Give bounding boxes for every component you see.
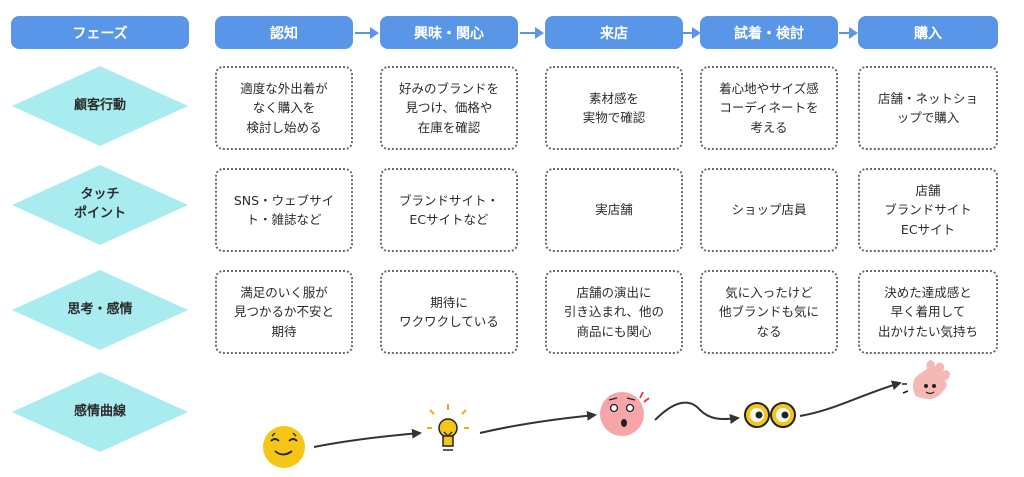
curve-arrow (313, 428, 422, 448)
row-label-customer-action: 顧客行動 (12, 66, 188, 146)
phase-arrow-icon (520, 27, 544, 39)
cell-feeling-awareness: 満足のいく服が 見つかるか不安と 期待 (215, 270, 353, 354)
content-face-icon (263, 426, 305, 468)
cell-touchpoint-visit: 実店舗 (545, 168, 683, 252)
phase-purchase: 購入 (858, 16, 998, 49)
cell-feeling-try-on: 気に入ったけど 他ブランドも気に なる (700, 270, 838, 354)
cell-feeling-purchase: 決めた達成感と 早く着用して 出かけたい気持ち (858, 270, 998, 354)
lightbulb-idea-icon (427, 404, 469, 451)
cell-action-interest: 好みのブランドを 見つけ、価格や 在庫を確認 (380, 66, 518, 150)
row-label-thoughts-feelings: 思考・感情 (12, 270, 188, 350)
ok-hand-icon (902, 360, 950, 399)
phase-try-on: 試着・検討 (700, 16, 838, 49)
phase-arrow-icon (839, 27, 858, 39)
cell-touchpoint-awareness: SNS・ウェブサイ ト・雑誌など (215, 168, 353, 252)
cell-action-visit: 素材感を 実物で確認 (545, 66, 683, 150)
cell-feeling-interest: 期待に ワクワクしている (380, 270, 518, 354)
cell-touchpoint-try-on: ショップ店員 (700, 168, 838, 252)
surprised-face-icon (600, 391, 650, 436)
cell-action-awareness: 適度な外出着が なく購入を 検討し始める (215, 66, 353, 150)
cell-action-purchase: 店舗・ネットショ ップで購入 (858, 66, 998, 150)
cell-touchpoint-interest: ブランドサイト・ ECサイトなど (380, 168, 518, 252)
phase-label: フェーズ (11, 16, 189, 49)
phase-interest: 興味・関心 (380, 16, 518, 49)
curious-eyes-icon (744, 402, 796, 428)
curve-arrow (799, 380, 902, 417)
curve-arrow (654, 401, 740, 424)
cell-feeling-visit: 店舗の演出に 引き込まれ、他の 商品にも関心 (545, 270, 683, 354)
phase-awareness: 認知 (215, 16, 353, 49)
cell-touchpoint-purchase: 店舗 ブランドサイト ECサイト (858, 168, 998, 252)
row-label-touchpoint: タッチ ポイント (12, 165, 188, 245)
row-label-emotion-curve: 感情曲線 (12, 372, 188, 452)
curve-arrow (479, 410, 597, 434)
phase-arrow-icon (683, 27, 701, 39)
phase-arrow-icon (355, 27, 379, 39)
phase-visit: 来店 (545, 16, 683, 49)
cell-action-try-on: 着心地やサイズ感 コーディネートを 考える (700, 66, 838, 150)
